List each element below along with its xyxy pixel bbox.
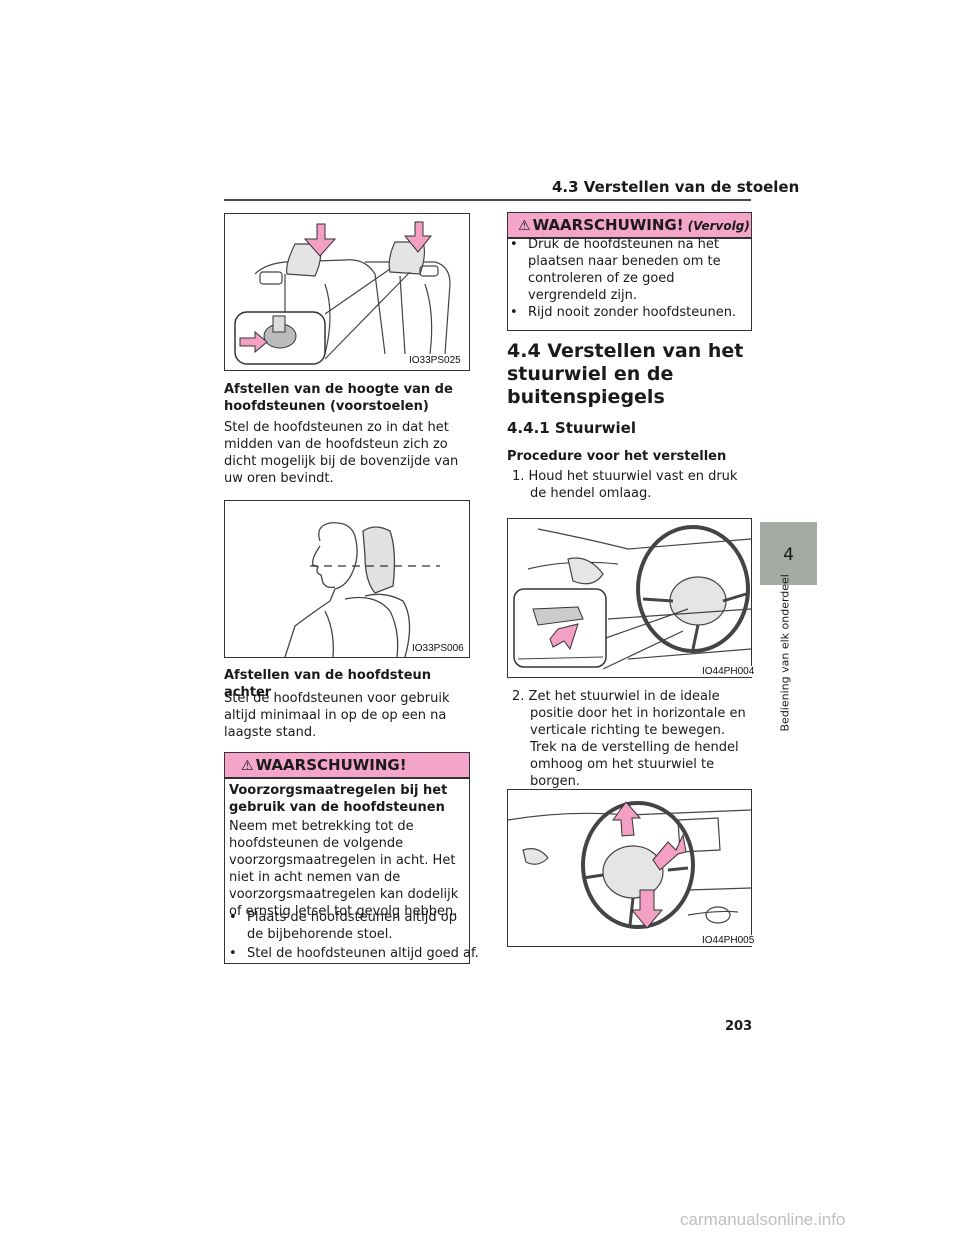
chapter-number: 4 [783,545,794,565]
chapter-label: Bediening van elk onderdeel [778,574,792,732]
warning-body: Neem met betrekking tot de hoofdsteunen … [229,819,459,919]
subsection-title: 4.4.1 Stuurwiel [507,419,636,437]
figure-head-position [224,500,470,658]
heading-front-headrest: Afstellen van de hoogte van de hoofdsteu… [224,382,453,414]
running-header: 4.3 Verstellen van de stoelen [552,178,800,196]
figure-headrest-height [224,213,470,371]
paragraph-front-headrest: Stel de hoofdsteunen zo in dat het midde… [224,420,459,486]
figure-steering-lever [507,518,752,678]
figure-code: IO33PS006 [410,643,466,654]
warning-heading: Voorzorgsmaatregelen bij het gebruik van… [229,783,448,815]
header-rule [224,199,751,201]
warning-bullet: •Druk de hoofdsteunen na het plaatsen na… [510,237,721,303]
warning-bullet: •Rijd nooit zonder hoofdsteunen. [510,305,737,320]
step-2-note: Trek na de verstelling de hendel omhoog … [530,740,739,789]
figure-steering-adjust [507,789,752,947]
warning-box: ⚠WAARSCHUWING! [224,752,470,964]
step-2: 2. Zet het stuurwiel in de ideale positi… [512,689,746,738]
figure-code: IO44PH004 [700,666,757,677]
warning-triangle-icon: ⚠ [518,218,531,234]
warning-header: ⚠WAARSCHUWING! [225,753,469,779]
heading-rear-headrest: Afstellen van de hoofdsteun achter [224,668,432,700]
warning-bullet: •Stel de hoofdsteunen altijd goed af. [229,946,479,961]
warning-bullet: •Plaats de hoofdsteunen altijd op de bij… [229,910,457,942]
section-title: 4.4 Verstellen van het stuurwiel en de b… [507,340,744,408]
step-1: 1. Houd het stuurwiel vast en druk de he… [512,469,738,501]
procedure-heading: Procedure voor het verstellen [507,449,727,464]
warning-title: WAARSCHUWING! [255,756,407,774]
warning-header: ⚠WAARSCHUWING!(Vervolg) [508,213,751,239]
page-number: 203 [725,1019,753,1034]
figure-code: IO33PS025 [407,355,463,366]
paragraph-rear-headrest: Stel de hoofdsteunen voor gebruik altijd… [224,691,450,740]
figure-code: IO44PH005 [700,935,757,946]
warning-triangle-icon: ⚠ [241,758,254,774]
watermark: carmanualsonline.info [680,1210,846,1229]
chapter-tab [760,522,817,585]
warning-continued: (Vervolg) [687,219,750,233]
warning-box-continued: ⚠WAARSCHUWING!(Vervolg) [507,212,752,331]
warning-title: WAARSCHUWING! [532,216,684,234]
